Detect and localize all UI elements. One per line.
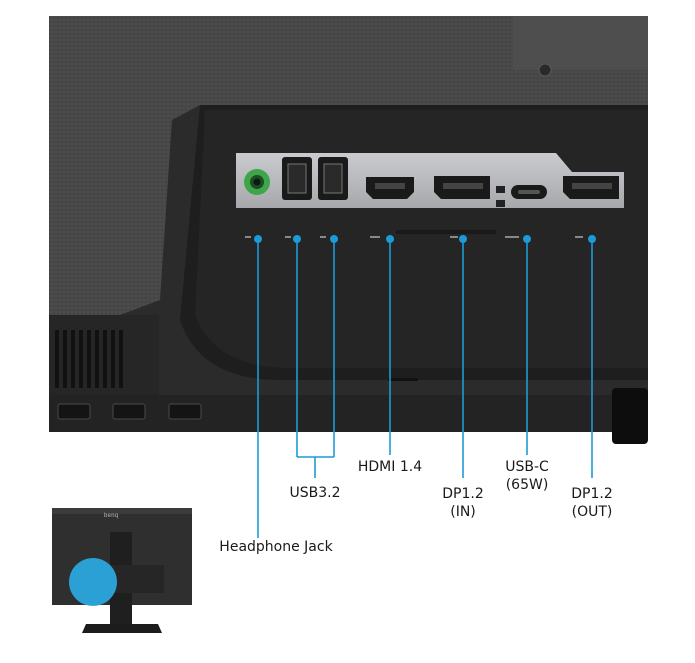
port-plate	[236, 153, 624, 208]
label-usb-c: USB-C (65W)	[505, 459, 549, 493]
brand-logo-text: benq	[104, 513, 119, 519]
label-dp-in: DP1.2 (IN)	[442, 486, 484, 520]
label-hdmi: HDMI 1.4	[357, 459, 423, 475]
callout-lines	[257, 239, 593, 538]
monitor-thumbnail	[52, 508, 192, 633]
label-usb32: USB3.2	[289, 485, 341, 501]
hdmi-port	[366, 177, 414, 199]
usb-a-ports	[282, 157, 348, 200]
control-buttons	[57, 403, 202, 420]
callout-dots	[254, 235, 596, 243]
highlight-circle	[69, 558, 117, 606]
usb-c-port	[511, 185, 547, 199]
port-icons	[245, 230, 583, 238]
dp-out-port	[563, 176, 619, 199]
dp-in-port	[434, 176, 490, 199]
vent-grille	[55, 330, 123, 388]
label-dp-out: DP1.2 (OUT)	[571, 486, 613, 520]
label-headphone-jack: Headphone Jack	[219, 539, 333, 555]
monitor-back-photo	[49, 16, 648, 444]
